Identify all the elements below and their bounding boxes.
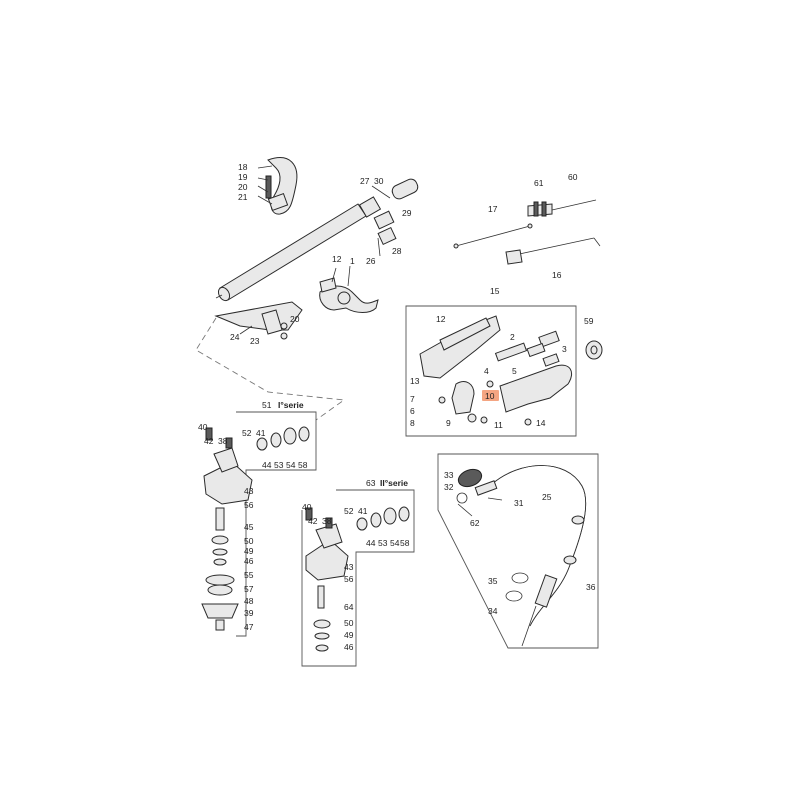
label-52: 52 (242, 428, 252, 438)
label-31: 31 (514, 498, 524, 508)
series-tag-second: II°serie (380, 478, 408, 488)
label-50: 50 (244, 536, 254, 546)
label-39: 39 (244, 608, 254, 618)
label-26: 26 (366, 256, 376, 266)
label-60: 60 (568, 172, 578, 182)
shaft-clamp-group (319, 265, 379, 313)
label-58: 58 (298, 460, 308, 470)
gearbox-first-series (201, 426, 310, 631)
label-56: 56 (244, 500, 254, 510)
label-20: 20 (238, 182, 248, 192)
label-19: 19 (238, 172, 248, 182)
label-35: 35 (488, 576, 498, 586)
label-55: 55 (244, 570, 254, 580)
series-tag-first: I°serie (278, 400, 304, 410)
label-33: 33 (444, 470, 454, 480)
label-36: 36 (586, 582, 596, 592)
label-44: 44 (262, 460, 272, 470)
label-29: 29 (402, 208, 412, 218)
label-9: 9 (446, 418, 451, 428)
label-49: 49 (244, 546, 254, 556)
gearbox-second-series (305, 506, 410, 652)
handle-group-frame (405, 305, 577, 437)
label-32: 32 (444, 482, 454, 492)
label-12: 12 (332, 254, 342, 264)
label-41: 41 (256, 428, 266, 438)
label-62: 62 (470, 518, 480, 528)
flex-shaft-assembly (456, 465, 587, 647)
label-54: 54 (286, 460, 296, 470)
label-20-b: 20 (290, 314, 300, 324)
label-6: 6 (410, 406, 415, 416)
label-30: 30 (374, 176, 384, 186)
label-52-b: 52 (344, 506, 354, 516)
highlight-part-10 (482, 390, 499, 401)
label-38-b: 38 (322, 516, 332, 526)
label-17: 17 (488, 204, 498, 214)
label-41-b: 41 (358, 506, 368, 516)
label-38: 38 (218, 436, 228, 446)
loop-handle-group (257, 157, 298, 215)
label-42: 42 (204, 436, 214, 446)
label-49-b: 49 (344, 630, 354, 640)
label-61: 61 (534, 178, 544, 188)
label-44-b: 44 (366, 538, 376, 548)
gearbox-second-series-frame (301, 489, 415, 667)
label-53: 53 (274, 460, 284, 470)
label-34: 34 (488, 606, 498, 616)
label-24: 24 (230, 332, 240, 342)
label-43-b: 43 (344, 562, 354, 572)
handle-mount-plate (214, 301, 303, 340)
label-25: 25 (542, 492, 552, 502)
label-46-b: 46 (344, 642, 354, 652)
label-15: 15 (490, 286, 500, 296)
label-13: 13 (410, 376, 420, 386)
label-16: 16 (552, 270, 562, 280)
reference-labels: 18 19 20 21 27 30 29 28 26 12 1 20 24 23… (198, 162, 596, 652)
label-12-b: 12 (436, 314, 446, 324)
label-14: 14 (536, 418, 546, 428)
label-50-b: 50 (344, 618, 354, 628)
label-45: 45 (244, 522, 254, 532)
label-23: 23 (250, 336, 260, 346)
label-5: 5 (512, 366, 517, 376)
label-4: 4 (484, 366, 489, 376)
label-54-b: 54 (390, 538, 400, 548)
throttle-cable-group (453, 199, 601, 265)
label-28: 28 (392, 246, 402, 256)
label-21: 21 (238, 192, 248, 202)
label-1: 1 (350, 256, 355, 266)
rear-handle-assembly (419, 315, 603, 426)
label-63: 63 (366, 478, 376, 488)
dashed-link-shaft-to-gearbox (195, 317, 346, 421)
label-11: 11 (494, 420, 503, 430)
label-56-b: 56 (344, 574, 354, 584)
label-57: 57 (244, 584, 254, 594)
label-3: 3 (562, 344, 567, 354)
label-40: 40 (198, 422, 208, 432)
label-53-b: 53 (378, 538, 388, 548)
label-58-b: 58 (400, 538, 410, 548)
label-10: 10 (485, 391, 495, 401)
label-40-b: 40 (302, 502, 312, 512)
gearbox-first-series-frame (236, 411, 317, 637)
label-7: 7 (410, 394, 415, 404)
label-27: 27 (360, 176, 370, 186)
label-59: 59 (584, 316, 594, 326)
label-43: 43 (244, 486, 254, 496)
flex-shaft-frame (437, 453, 599, 649)
label-42-b: 42 (308, 516, 318, 526)
label-51: 51 (262, 400, 272, 410)
label-47: 47 (244, 622, 254, 632)
label-64: 64 (344, 602, 354, 612)
label-18: 18 (238, 162, 248, 172)
label-2: 2 (510, 332, 515, 342)
label-8: 8 (410, 418, 415, 428)
drive-shaft-tube (215, 178, 419, 302)
label-48: 48 (244, 596, 254, 606)
label-46: 46 (244, 556, 254, 566)
